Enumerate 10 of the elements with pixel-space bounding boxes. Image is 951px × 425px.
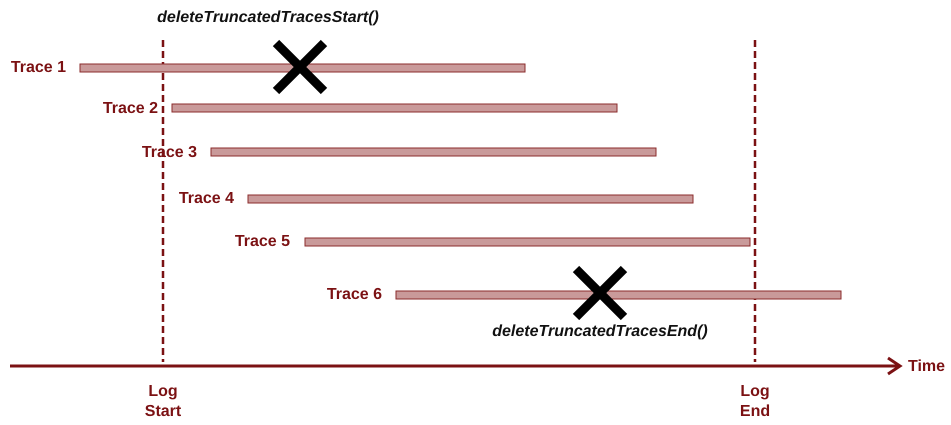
function-name: deleteTruncatedTracesStart() (157, 8, 379, 28)
trace-label: Trace 2 (102, 99, 158, 119)
marker-label: Log End (738, 382, 772, 422)
marker-label: Log Start (144, 382, 182, 422)
trace-label: Trace 4 (178, 189, 234, 209)
axis-label: Time (908, 357, 946, 377)
trace-label: Trace 6 (326, 285, 382, 305)
trace-label: Trace 1 (10, 58, 66, 78)
function-name: deleteTruncatedTracesEnd() (492, 322, 708, 342)
trace-label: Trace 5 (234, 232, 290, 252)
